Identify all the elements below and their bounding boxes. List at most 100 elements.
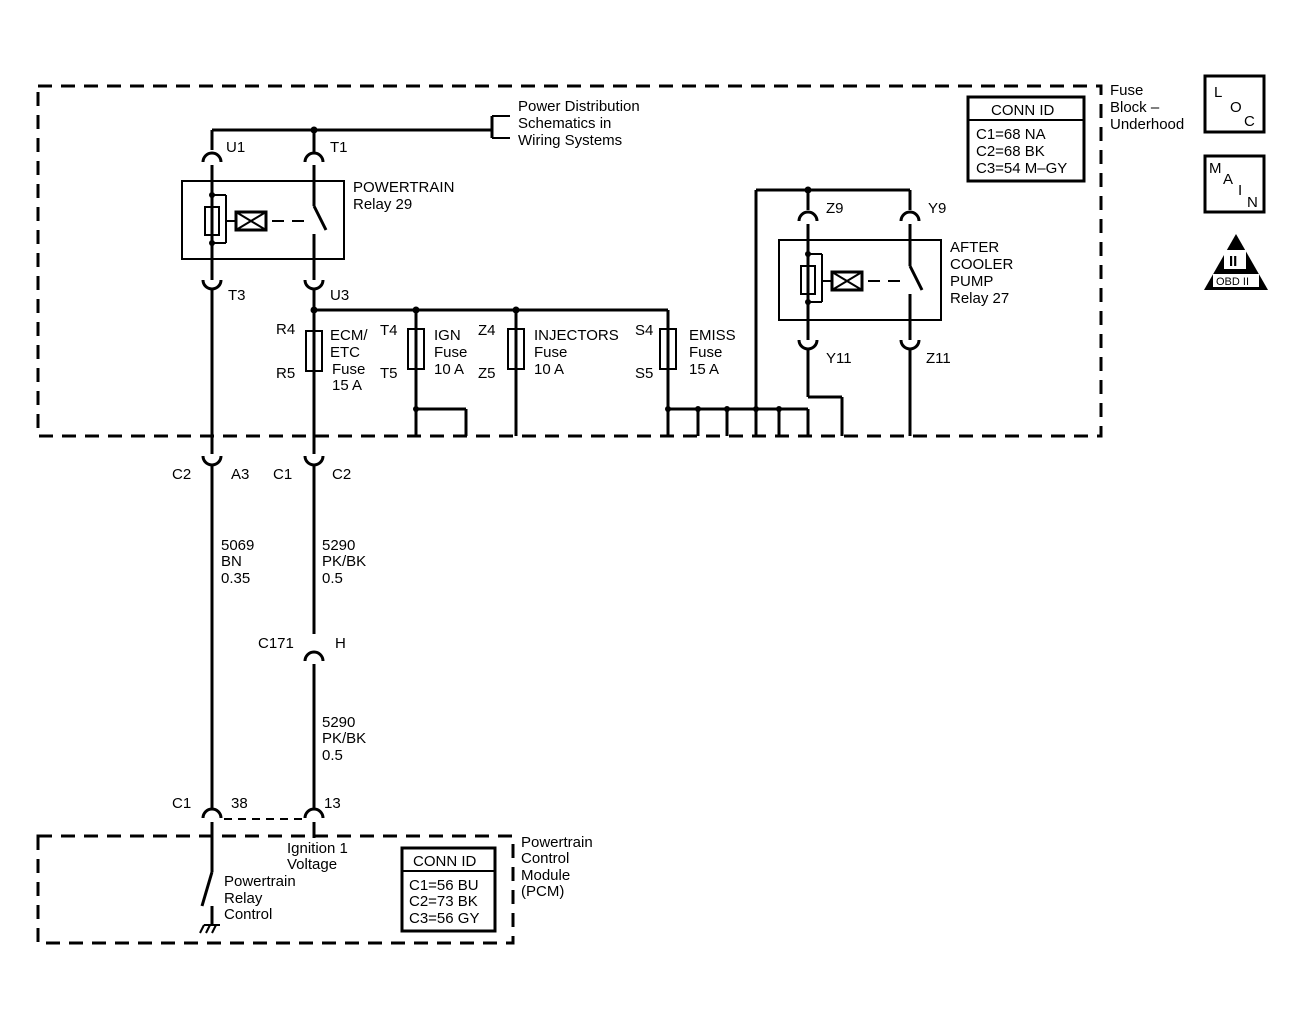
- fuse-block-conn-id-box: CONN ID C1=68 NA C2=68 BK C3=54 M–GY: [966, 95, 1086, 183]
- wire-5069-color: BN: [221, 553, 242, 570]
- wire-label-5290-upper: 5290 PK/BK 0.5: [322, 537, 366, 587]
- main-icon-a: A: [1223, 171, 1233, 188]
- fuse-ign-label-3: 10 A: [434, 361, 464, 378]
- fuse-emiss: S4 S5 EMISS Fuse 15 A: [635, 322, 736, 382]
- powertrain-relay-label-1: POWERTRAIN: [353, 179, 454, 196]
- fuse-block-title-1: Fuse: [1110, 82, 1143, 99]
- fuse-ecm-top-pin: R4: [276, 321, 295, 338]
- pcm-relay-control-3: Control: [224, 906, 272, 923]
- connector-block-c1-c2: C2 A3 C1 C2: [172, 436, 351, 483]
- pin-z9: Z9: [826, 200, 844, 217]
- fuse-emiss-label-2: Fuse: [689, 344, 722, 361]
- pcm-connector-13: 13: [324, 795, 341, 812]
- fuse-block-title-3: Underhood: [1110, 116, 1184, 133]
- fuse-ecm-etc: R4 R5 ECM/ ETC Fuse 15 A: [276, 321, 368, 394]
- conn-id-row-c1: C1=68 NA: [976, 126, 1046, 143]
- pcm-title-4: (PCM): [521, 883, 564, 900]
- connector-c171-label: C171: [258, 635, 294, 652]
- pcm-ignition-label-2: Voltage: [287, 856, 337, 873]
- fuse-ign-label-1: IGN: [434, 327, 461, 344]
- fuse-emiss-label-1: EMISS: [689, 327, 736, 344]
- pcm-conn-id-row-c3: C3=56 GY: [409, 910, 479, 927]
- pcm-title-3: Module: [521, 867, 570, 884]
- fuse-injectors-label-2: Fuse: [534, 344, 567, 361]
- fuse-emiss-top-pin: S4: [635, 322, 653, 339]
- pcm-connector: C1 38 13: [172, 795, 341, 820]
- pcm-title-2: Control: [521, 850, 569, 867]
- main-icon-i: I: [1238, 182, 1242, 199]
- pcm-relay-control-2: Relay: [224, 890, 263, 907]
- pin-y11: Y11: [826, 350, 852, 367]
- conn-id-header: CONN ID: [991, 102, 1055, 119]
- pin-z11: Z11: [926, 350, 951, 367]
- pcm-conn-id-box: CONN ID C1=56 BU C2=73 BK C3=56 GY: [400, 846, 497, 933]
- pin-t1: T1: [330, 139, 348, 156]
- power-dist-line-1: Power Distribution: [518, 98, 640, 115]
- fuse-emiss-label-3: 15 A: [689, 361, 719, 378]
- powertrain-relay: U1 T1 POWERTRAIN Relay 29 T3 U3: [181, 130, 454, 304]
- power-distribution-ref: Power Distribution Schematics in Wiring …: [210, 98, 640, 150]
- fuse-ign-label-2: Fuse: [434, 344, 467, 361]
- wire-5290b-circuit: 5290: [322, 714, 355, 731]
- wire-5290a-size: 0.5: [322, 570, 343, 587]
- loc-icon-l: L: [1214, 84, 1222, 101]
- connector-left-a3: A3: [231, 466, 249, 483]
- pcm-connector-c1: C1: [172, 795, 191, 812]
- connector-right-c2: C2: [332, 466, 351, 483]
- wire-5069-size: 0.35: [221, 570, 250, 587]
- pin-u1: U1: [226, 139, 245, 156]
- conn-id-row-c2: C2=68 BK: [976, 143, 1045, 160]
- fuse-ign-top-pin: T4: [380, 322, 398, 339]
- wire-5069-circuit: 5069: [221, 537, 254, 554]
- pin-t3: T3: [228, 287, 246, 304]
- wire-5290a-circuit: 5290: [322, 537, 355, 554]
- pin-u3: U3: [330, 287, 349, 304]
- pcm-conn-id-header: CONN ID: [413, 853, 477, 870]
- fuse-injectors-top-pin: Z4: [478, 322, 496, 339]
- fuse-injectors-label-3: 10 A: [534, 361, 564, 378]
- after-cooler-label-3: PUMP: [950, 273, 993, 290]
- power-dist-line-2: Schematics in: [518, 115, 611, 132]
- pcm-ignition-label-1: Ignition 1: [287, 840, 348, 857]
- wire-5290b-color: PK/BK: [322, 730, 366, 747]
- emiss-output-bus: [665, 190, 810, 436]
- fuse-bus: [310, 306, 670, 436]
- fuse-block: Fuse Block – Underhood: [36, 82, 1184, 438]
- after-cooler-pump-relay: Z9 Y9 AFTER COOLER PUMP Relay 27 Y11 Z11: [756, 186, 1014, 436]
- powertrain-relay-label-2: Relay 29: [353, 196, 412, 213]
- after-cooler-label-1: AFTER: [950, 239, 999, 256]
- fuse-ecm-label-3: Fuse: [332, 361, 365, 378]
- connector-right-c1: C1: [273, 466, 292, 483]
- conn-id-row-c3: C3=54 M–GY: [976, 160, 1067, 177]
- fuse-injectors: Z4 Z5 INJECTORS Fuse 10 A: [478, 322, 619, 382]
- fuse-ecm-label-4: 15 A: [332, 377, 362, 394]
- connector-c171: C171 H: [258, 635, 346, 808]
- fuse-ign-bottom-pin: T5: [380, 365, 398, 382]
- pcm-conn-id-row-c2: C2=73 BK: [409, 893, 478, 910]
- pcm-module: Ignition 1 Voltage Powertrain Relay Cont…: [36, 822, 593, 945]
- fuse-ecm-bottom-pin: R5: [276, 365, 295, 382]
- wire-5290a-color: PK/BK: [322, 553, 366, 570]
- after-cooler-label-2: COOLER: [950, 256, 1014, 273]
- fuse-ign: T4 T5 IGN Fuse 10 A: [380, 322, 468, 436]
- wire-5290b-size: 0.5: [322, 747, 343, 764]
- loc-icon: L O C: [1203, 74, 1266, 134]
- loc-icon-c: C: [1244, 113, 1255, 130]
- fuse-ecm-label-1: ECM/: [330, 327, 368, 344]
- fuse-emiss-bottom-pin: S5: [635, 365, 653, 382]
- pcm-relay-control-1: Powertrain: [224, 873, 296, 890]
- connector-left-c2: C2: [172, 466, 191, 483]
- fuse-injectors-label-1: INJECTORS: [534, 327, 619, 344]
- connector-h-label: H: [335, 635, 346, 652]
- power-dist-line-3: Wiring Systems: [518, 132, 622, 149]
- wire-label-5290-lower: 5290 PK/BK 0.5: [322, 714, 366, 764]
- fuse-block-title-2: Block –: [1110, 99, 1160, 116]
- loc-icon-o: O: [1230, 99, 1242, 116]
- pcm-connector-38: 38: [231, 795, 248, 812]
- wire-label-5069: 5069 BN 0.35: [221, 537, 254, 587]
- main-icon-m: M: [1209, 160, 1222, 177]
- main-icon-n: N: [1247, 194, 1258, 211]
- main-icon: M A I N: [1203, 154, 1266, 214]
- obd-label: OBD II: [1216, 276, 1249, 288]
